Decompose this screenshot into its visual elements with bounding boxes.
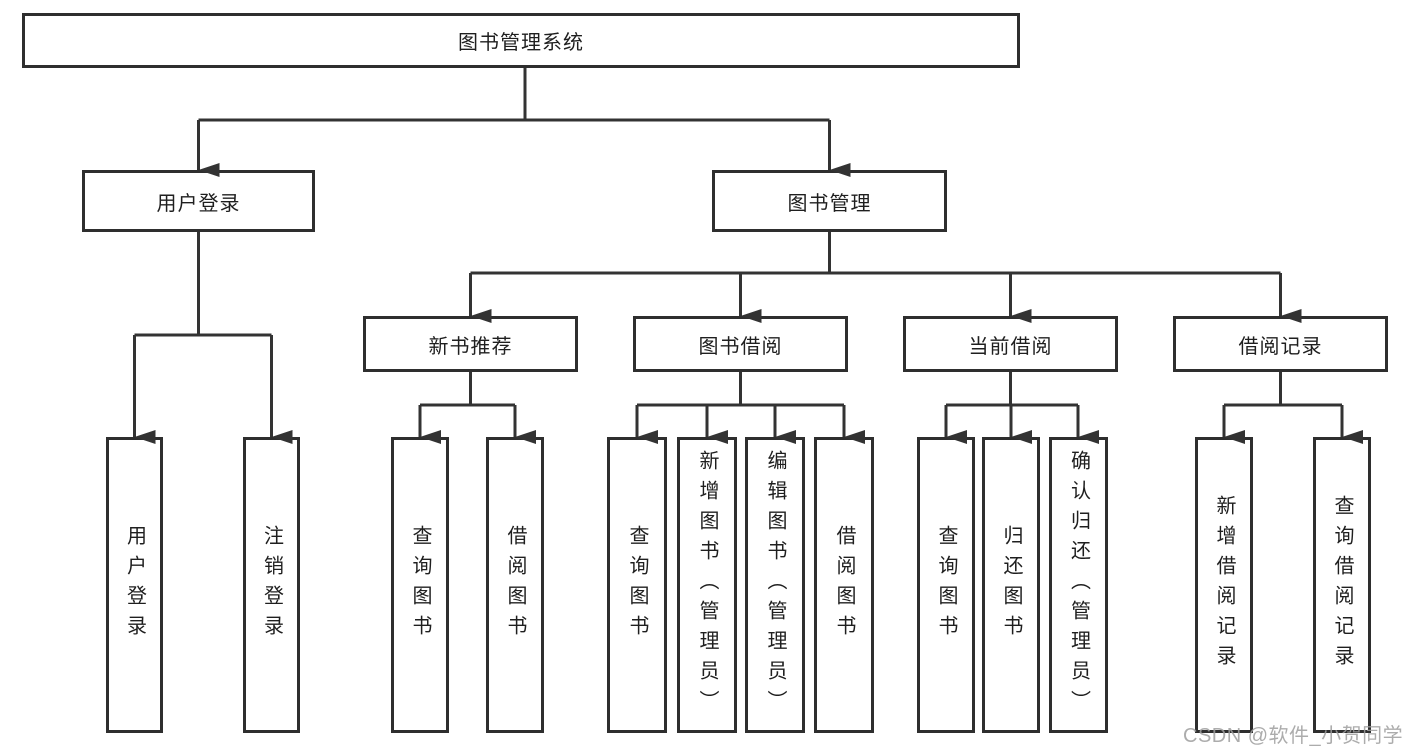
leaf-edit-book-admin: 编辑图书（管理员） bbox=[745, 437, 805, 733]
node-borrowing-records: 借阅记录 bbox=[1173, 316, 1388, 372]
leaf-user-login-label: 用户登录 bbox=[123, 525, 146, 645]
leaf-return-books-label: 归还图书 bbox=[1000, 525, 1022, 645]
leaf-confirm-return-admin: 确认归还（管理员） bbox=[1049, 437, 1108, 733]
leaf-add-book-admin-label: 新增图书（管理员） bbox=[696, 450, 718, 720]
leaf-borrow-books-label: 借阅图书 bbox=[833, 525, 855, 645]
node-library-management-system: 图书管理系统 bbox=[22, 13, 1020, 68]
leaf-add-borrow-record-label: 新增借阅记录 bbox=[1213, 495, 1235, 675]
leaf-query-borrow-record: 查询借阅记录 bbox=[1313, 437, 1371, 733]
node-user-login: 用户登录 bbox=[82, 170, 315, 232]
node-book-borrowing: 图书借阅 bbox=[633, 316, 848, 372]
leaf-borrow-books-recommend-label: 借阅图书 bbox=[504, 525, 526, 645]
leaf-query-books-recommend: 查询图书 bbox=[391, 437, 449, 733]
leaf-query-books-recommend-label: 查询图书 bbox=[409, 525, 431, 645]
leaf-logout: 注销登录 bbox=[243, 437, 300, 733]
leaf-borrow-books: 借阅图书 bbox=[814, 437, 874, 733]
leaf-return-books: 归还图书 bbox=[982, 437, 1040, 733]
leaf-query-books-current-label: 查询图书 bbox=[935, 525, 957, 645]
leaf-query-books-borrow-label: 查询图书 bbox=[626, 525, 648, 645]
leaf-confirm-return-admin-label: 确认归还（管理员） bbox=[1067, 450, 1090, 720]
node-book-management: 图书管理 bbox=[712, 170, 947, 232]
node-current-borrowing: 当前借阅 bbox=[903, 316, 1118, 372]
leaf-query-books-borrow: 查询图书 bbox=[607, 437, 667, 733]
leaf-borrow-books-recommend: 借阅图书 bbox=[486, 437, 544, 733]
watermark: CSDN @软件_小贺同学 bbox=[1183, 725, 1404, 747]
leaf-add-borrow-record: 新增借阅记录 bbox=[1195, 437, 1253, 733]
leaf-edit-book-admin-label: 编辑图书（管理员） bbox=[764, 450, 786, 720]
leaf-logout-label: 注销登录 bbox=[260, 525, 283, 645]
leaf-user-login: 用户登录 bbox=[106, 437, 163, 733]
leaf-query-books-current: 查询图书 bbox=[917, 437, 975, 733]
node-new-book-recommend: 新书推荐 bbox=[363, 316, 578, 372]
leaf-query-borrow-record-label: 查询借阅记录 bbox=[1331, 495, 1353, 675]
leaf-add-book-admin: 新增图书（管理员） bbox=[677, 437, 737, 733]
